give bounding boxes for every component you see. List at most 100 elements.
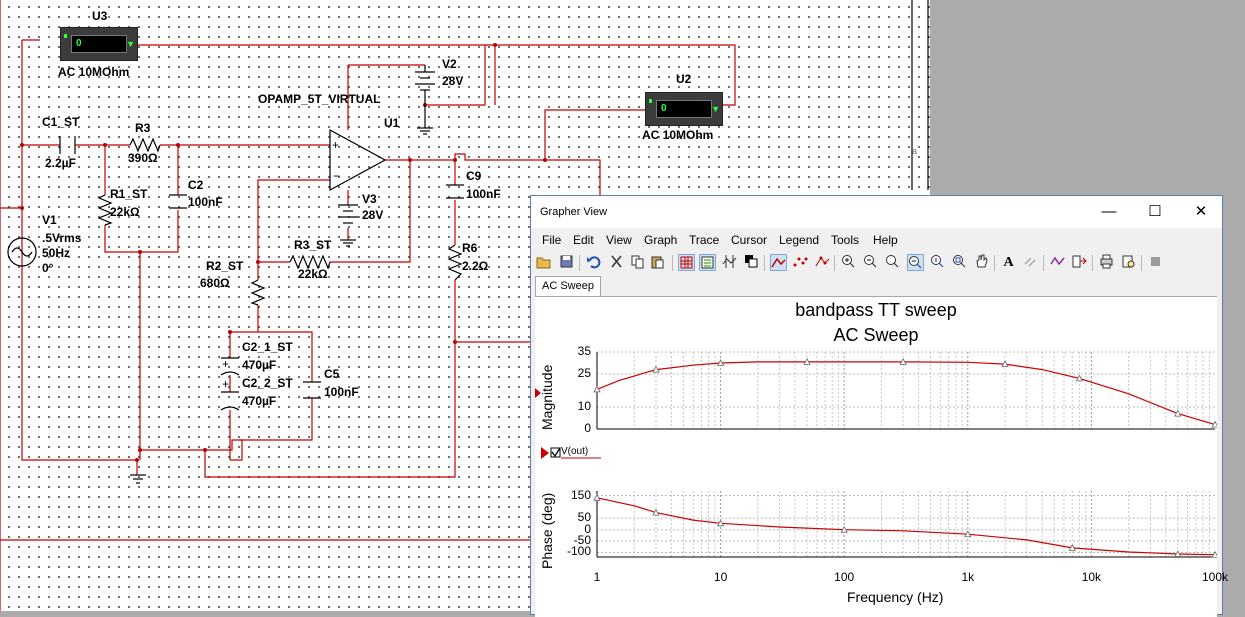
- zoom-y-icon[interactable]: [929, 254, 946, 271]
- checkmark-icon: [551, 447, 561, 458]
- menu-tools[interactable]: Tools: [831, 233, 860, 247]
- plot-graphics: [535, 351, 1217, 558]
- show-lines-icon[interactable]: [770, 254, 787, 271]
- data-point-marker: [964, 530, 972, 538]
- magnitude-axis-label: Magnitude: [539, 364, 555, 430]
- c5-value: 100nF: [324, 385, 359, 399]
- c1-value: 2.2µF: [45, 156, 76, 170]
- series-line: [596, 497, 1216, 556]
- v1-amplitude: .5Vrms: [42, 231, 82, 245]
- r3-value: 390Ω: [128, 151, 158, 165]
- show-points-icon[interactable]: [792, 254, 809, 271]
- margin-mark: a: [912, 146, 918, 156]
- probe-icon: ▼: [711, 104, 720, 114]
- open-icon[interactable]: [535, 254, 552, 271]
- c21-name: C2_1_ST: [242, 340, 293, 354]
- u1-minus: −: [333, 169, 341, 183]
- menu-cursor[interactable]: Cursor: [731, 233, 768, 247]
- menu-graph[interactable]: Graph: [644, 233, 678, 247]
- save-icon[interactable]: [558, 254, 575, 271]
- zoom-in-icon[interactable]: [840, 254, 857, 271]
- maximize-button[interactable]: ☐: [1148, 203, 1162, 220]
- y-tick-label: 0: [584, 521, 591, 536]
- data-point-marker: [803, 358, 811, 365]
- u2-display: 0: [661, 103, 667, 114]
- v1-frequency: 50Hz: [42, 246, 71, 260]
- data-point-marker: [593, 385, 601, 393]
- u3-name: U3: [92, 9, 108, 23]
- c9-value: 100nF: [466, 187, 501, 201]
- reverse-colors-icon[interactable]: [743, 254, 760, 271]
- multimeter-u3[interactable]: 0 ▼: [60, 27, 138, 61]
- zoom-area-icon[interactable]: [951, 254, 968, 271]
- tab-ac-sweep[interactable]: AC Sweep: [535, 276, 601, 297]
- paste-icon[interactable]: [649, 254, 666, 271]
- stop-icon[interactable]: [1147, 254, 1164, 271]
- print-icon[interactable]: [1098, 254, 1115, 271]
- menu-bar: File Edit View Graph Trace Cursor Legend…: [531, 230, 1222, 248]
- show-lines-points-icon[interactable]: [814, 254, 831, 271]
- series-line: [596, 361, 1216, 426]
- minimize-button[interactable]: —: [1101, 203, 1117, 220]
- menu-view[interactable]: View: [606, 233, 632, 247]
- v3-name: V3: [362, 192, 377, 206]
- c2-name: C2: [188, 178, 204, 192]
- y-tick-label: 50: [577, 510, 591, 525]
- c22-name: C2_2_ST: [242, 376, 293, 390]
- print-preview-icon[interactable]: [1120, 254, 1137, 271]
- undo-icon[interactable]: [585, 254, 602, 271]
- zoom-out-icon[interactable]: [862, 254, 879, 271]
- copy-icon[interactable]: [629, 254, 646, 271]
- close-button[interactable]: ✕: [1194, 203, 1208, 220]
- overlay-icon[interactable]: [1049, 254, 1066, 271]
- grid-icon[interactable]: [678, 254, 695, 271]
- c21-polarity: +: [222, 357, 230, 371]
- plot-title: bandpass TT sweep: [795, 300, 957, 320]
- data-point-marker: [652, 508, 660, 516]
- r2-value: 680Ω: [200, 276, 230, 290]
- data-point-marker: [1075, 374, 1084, 382]
- export-icon[interactable]: [1071, 254, 1088, 271]
- menu-edit[interactable]: Edit: [573, 233, 594, 247]
- cut-icon[interactable]: [608, 254, 625, 271]
- probe-icon: ▼: [126, 39, 135, 49]
- trace-legend-label: V(out): [561, 446, 589, 457]
- multimeter-u2[interactable]: 0 ▼: [645, 92, 723, 126]
- y-tick-label: 0: [584, 421, 591, 435]
- zoom-x-icon[interactable]: [907, 254, 924, 271]
- legend-icon[interactable]: [699, 254, 716, 271]
- c9-name: C9: [466, 169, 482, 183]
- properties-icon[interactable]: [1022, 254, 1039, 271]
- trace-select-icon: [535, 388, 541, 398]
- menu-trace[interactable]: Trace: [689, 233, 720, 247]
- c2-value: 100nF: [188, 195, 223, 209]
- data-point-marker: [899, 358, 907, 365]
- text-icon[interactable]: A: [1003, 255, 1014, 270]
- x-tick-label: 10k: [1081, 570, 1102, 584]
- menu-file[interactable]: File: [542, 233, 562, 247]
- u2-name: U2: [676, 72, 692, 86]
- cursors-icon[interactable]: [721, 254, 738, 271]
- grapher-window[interactable]: Grapher View — ☐ ✕ File Edit View Graph …: [530, 195, 1228, 617]
- v2-value: 28V: [442, 74, 464, 88]
- u1-plus: +: [332, 138, 340, 152]
- x-tick-label: 10: [713, 570, 728, 584]
- pan-icon[interactable]: [973, 254, 990, 271]
- menu-help[interactable]: Help: [873, 233, 898, 247]
- v1-name: V1: [42, 213, 57, 227]
- data-point-marker: [593, 493, 601, 501]
- y-tick-label: 25: [577, 366, 591, 380]
- c1-name: C1_ST: [42, 115, 80, 129]
- x-tick-label: 100k: [1201, 570, 1229, 584]
- data-point-marker: [652, 365, 660, 373]
- data-point-marker: [1174, 409, 1182, 417]
- r3st-value: 22kΩ: [298, 267, 328, 281]
- window-title: Grapher View: [540, 206, 608, 218]
- data-point-marker: [840, 525, 848, 533]
- title-bar[interactable]: Grapher View — ☐ ✕: [531, 196, 1222, 228]
- menu-legend[interactable]: Legend: [779, 233, 820, 247]
- c22-value: 470µF: [242, 394, 277, 408]
- zoom-fit-icon[interactable]: [884, 254, 901, 271]
- u1-name: U1: [384, 116, 400, 130]
